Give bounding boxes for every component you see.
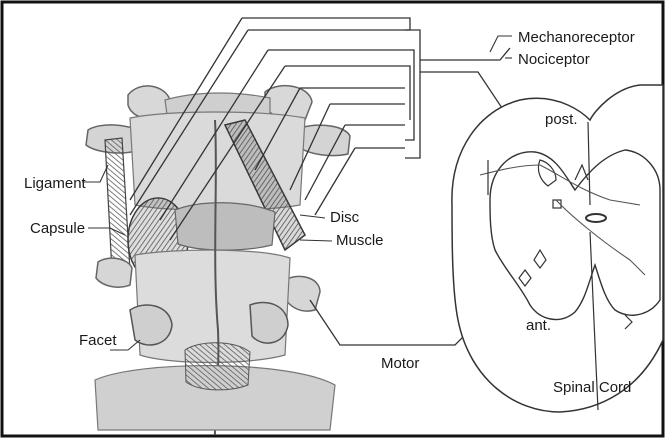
label-posterior: post. [545,111,578,128]
label-motor: Motor [381,355,419,372]
label-facet: Facet [79,332,117,349]
label-anterior: ant. [526,317,551,334]
label-muscle: Muscle [336,232,384,249]
label-capsule: Capsule [30,220,85,237]
label-disc: Disc [330,209,360,226]
label-mechanoreceptor: Mechanoreceptor [518,29,635,46]
label-spinal-cord: Spinal Cord [553,379,631,396]
spinal-cord-section [452,85,663,412]
label-nociceptor: Nociceptor [518,51,590,68]
label-ligament: Ligament [24,175,87,192]
